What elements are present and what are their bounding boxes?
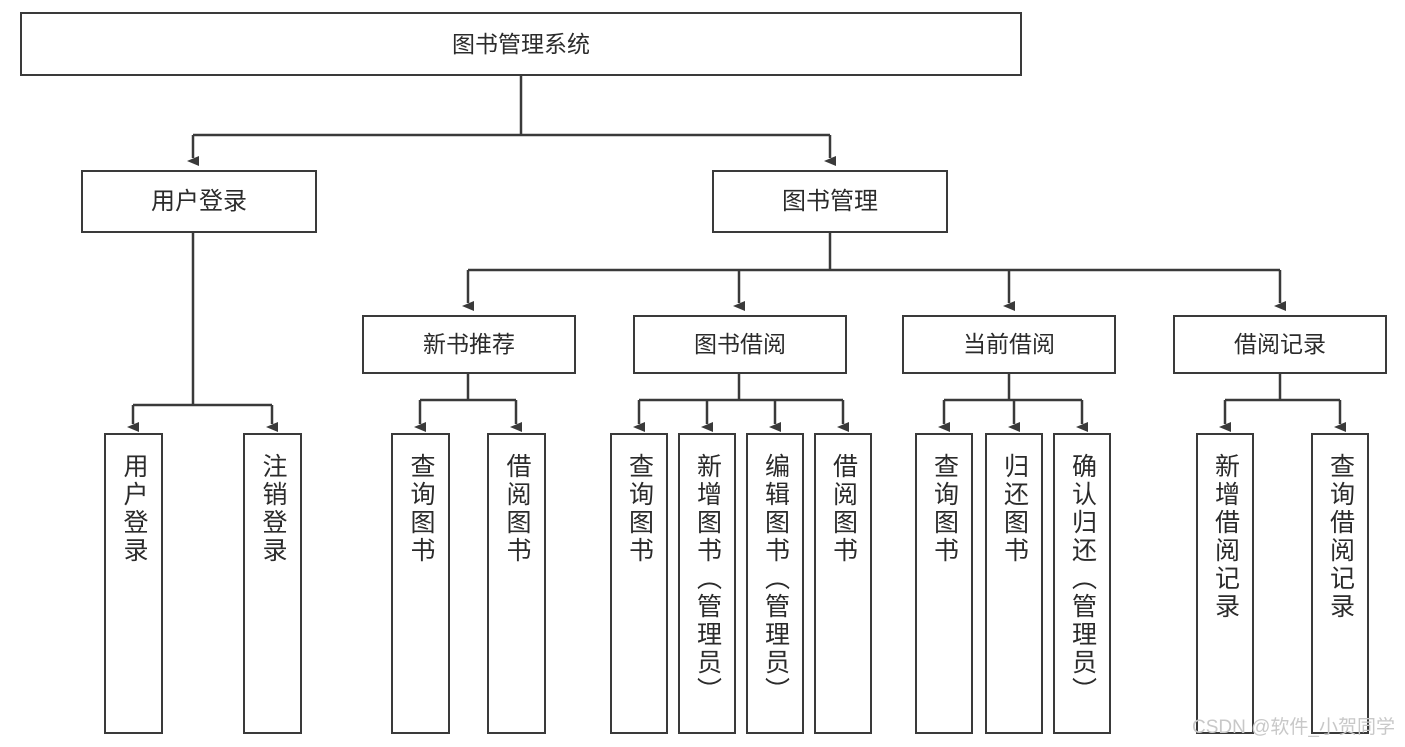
node-leaf-borrow-book[interactable]: 借阅图书 xyxy=(814,433,872,734)
node-new-book-recommend[interactable]: 新书推荐 xyxy=(362,315,576,374)
node-root[interactable]: 图书管理系统 xyxy=(20,12,1022,76)
node-leaf-confirm-return-admin-label: 确认归还（管理员） xyxy=(1068,453,1097,705)
node-leaf-edit-book-admin[interactable]: 编辑图书（管理员） xyxy=(746,433,804,734)
node-leaf-query-book-borrow[interactable]: 查询图书 xyxy=(610,433,668,734)
node-borrow-record-label: 借阅记录 xyxy=(1234,331,1326,358)
node-leaf-return-book-label: 归还图书 xyxy=(1000,453,1029,565)
node-current-borrow-label: 当前借阅 xyxy=(963,331,1055,358)
node-user-login[interactable]: 用户登录 xyxy=(81,170,317,233)
node-leaf-logout-label: 注销登录 xyxy=(259,453,287,565)
node-leaf-query-borrow-record-label: 查询借阅记录 xyxy=(1326,453,1355,621)
node-leaf-user-login-label: 用户登录 xyxy=(120,453,148,565)
node-user-login-label: 用户登录 xyxy=(151,187,247,215)
node-book-borrow[interactable]: 图书借阅 xyxy=(633,315,847,374)
node-leaf-logout[interactable]: 注销登录 xyxy=(243,433,302,734)
node-root-label: 图书管理系统 xyxy=(452,30,590,57)
node-leaf-query-borrow-record[interactable]: 查询借阅记录 xyxy=(1311,433,1369,734)
node-leaf-add-book-admin[interactable]: 新增图书（管理员） xyxy=(678,433,736,734)
node-book-management-label: 图书管理 xyxy=(782,187,878,215)
csdn-watermark: CSDN @软件_小贺同学 xyxy=(1192,717,1395,738)
node-leaf-add-borrow-record-label: 新增借阅记录 xyxy=(1211,453,1240,621)
node-leaf-borrow-book-newbook[interactable]: 借阅图书 xyxy=(487,433,546,734)
node-new-book-recommend-label: 新书推荐 xyxy=(423,331,515,358)
node-borrow-record[interactable]: 借阅记录 xyxy=(1173,315,1387,374)
node-book-management[interactable]: 图书管理 xyxy=(712,170,948,233)
node-leaf-confirm-return-admin[interactable]: 确认归还（管理员） xyxy=(1053,433,1111,734)
node-current-borrow[interactable]: 当前借阅 xyxy=(902,315,1116,374)
node-leaf-add-borrow-record[interactable]: 新增借阅记录 xyxy=(1196,433,1254,734)
node-leaf-query-book-current-label: 查询图书 xyxy=(930,453,959,565)
node-leaf-query-book-newbook-label: 查询图书 xyxy=(407,453,435,565)
node-leaf-query-book-newbook[interactable]: 查询图书 xyxy=(391,433,450,734)
node-leaf-add-book-admin-label: 新增图书（管理员） xyxy=(693,453,722,705)
node-leaf-edit-book-admin-label: 编辑图书（管理员） xyxy=(761,453,790,705)
node-leaf-return-book[interactable]: 归还图书 xyxy=(985,433,1043,734)
node-leaf-borrow-book-label: 借阅图书 xyxy=(829,453,858,565)
node-leaf-query-book-current[interactable]: 查询图书 xyxy=(915,433,973,734)
node-leaf-borrow-book-newbook-label: 借阅图书 xyxy=(503,453,531,565)
node-leaf-user-login[interactable]: 用户登录 xyxy=(104,433,163,734)
node-book-borrow-label: 图书借阅 xyxy=(694,331,786,358)
node-leaf-query-book-borrow-label: 查询图书 xyxy=(625,453,654,565)
